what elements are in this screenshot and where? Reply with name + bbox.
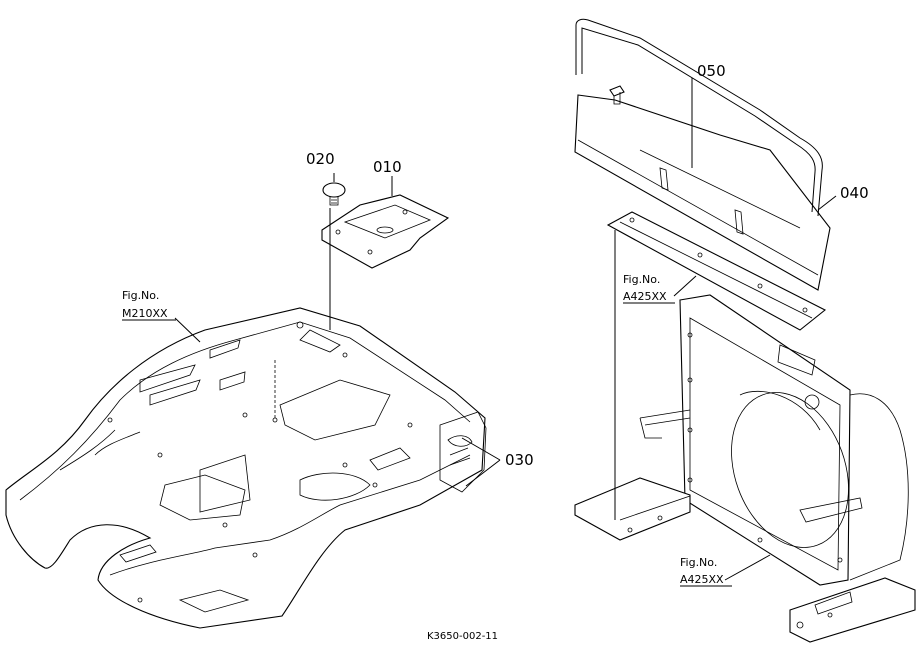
plate-010 — [321, 194, 450, 269]
callout-030: 030 — [505, 451, 534, 469]
bracket-030 — [439, 411, 487, 493]
callout-010: 010 — [373, 158, 402, 176]
plate-010-outline — [321, 194, 450, 269]
drawing-code: K3650-002-11 — [427, 631, 498, 642]
leaders-left — [174, 173, 501, 487]
frame-base — [574, 477, 691, 541]
seal-050-outer — [575, 18, 823, 217]
leaders-right — [614, 78, 837, 581]
foot-bracket — [789, 577, 916, 643]
knob-020-head — [322, 182, 346, 198]
fig-ref-m210-label: Fig.No. — [122, 289, 159, 302]
seal-050 — [575, 18, 823, 217]
fig-ref-m210-code: M210XX — [122, 307, 168, 320]
callout-020: 020 — [306, 150, 335, 168]
floor-panel-outline — [5, 307, 486, 629]
fan-opening — [731, 392, 849, 548]
knob-020 — [322, 182, 346, 206]
bolt — [609, 85, 625, 105]
floor-cutout-upper — [279, 379, 391, 441]
fig-ref-a425-lower-code: A425XX — [680, 573, 724, 586]
callout-040: 040 — [840, 184, 869, 202]
fig-ref-a425-upper-label: Fig.No. — [623, 273, 660, 286]
callout-050: 050 — [697, 62, 726, 80]
top-plate — [606, 211, 827, 331]
panel-040-outline — [574, 94, 831, 291]
fig-ref-a425-upper-code: A425XX — [623, 290, 667, 303]
floor-panel — [5, 307, 487, 629]
floor-cutout-center — [199, 454, 251, 513]
top-plate-outline — [606, 211, 827, 331]
radiator-frame — [639, 294, 909, 586]
fig-ref-a425-lower-label: Fig.No. — [680, 556, 717, 569]
panel-040 — [574, 94, 831, 291]
